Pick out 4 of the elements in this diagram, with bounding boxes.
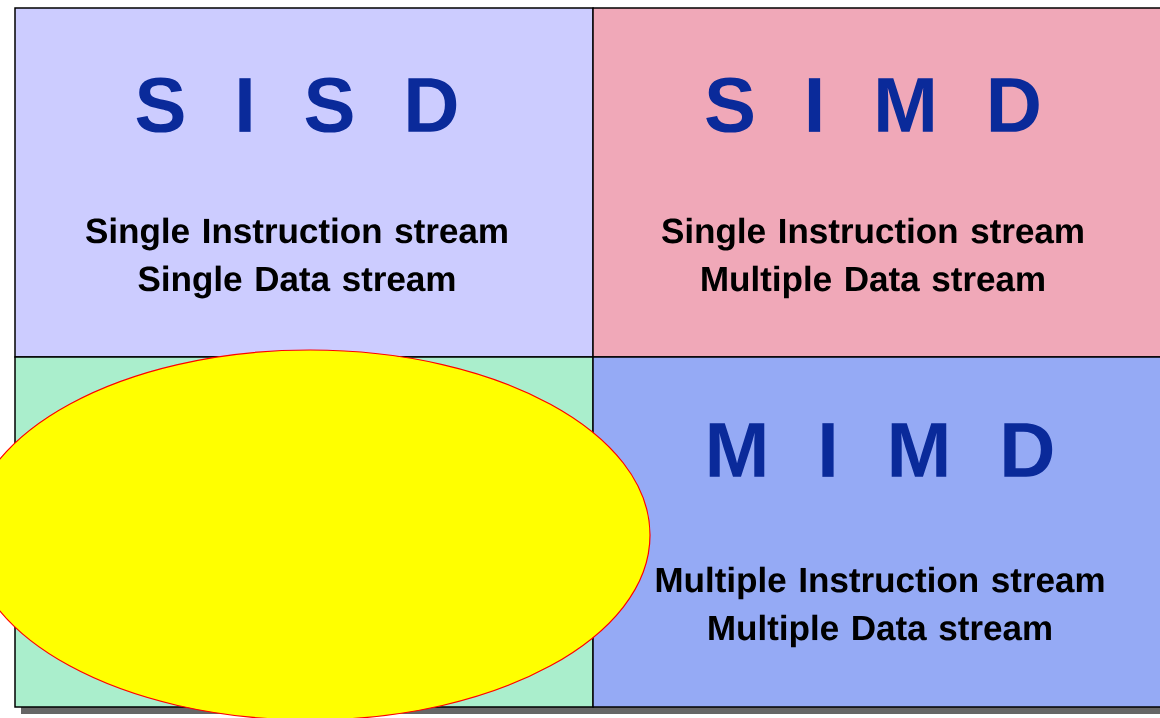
ellipse (0, 349, 651, 718)
category-cell: S I M D Single Instruction stream Multiple Data stream (592, 7, 1160, 358)
category-cell: S I S D Single Instruction stream Single Data stream (14, 7, 594, 358)
category-cell: M I M D Multiple Instruction stream Multiple Data stream (592, 356, 1160, 708)
